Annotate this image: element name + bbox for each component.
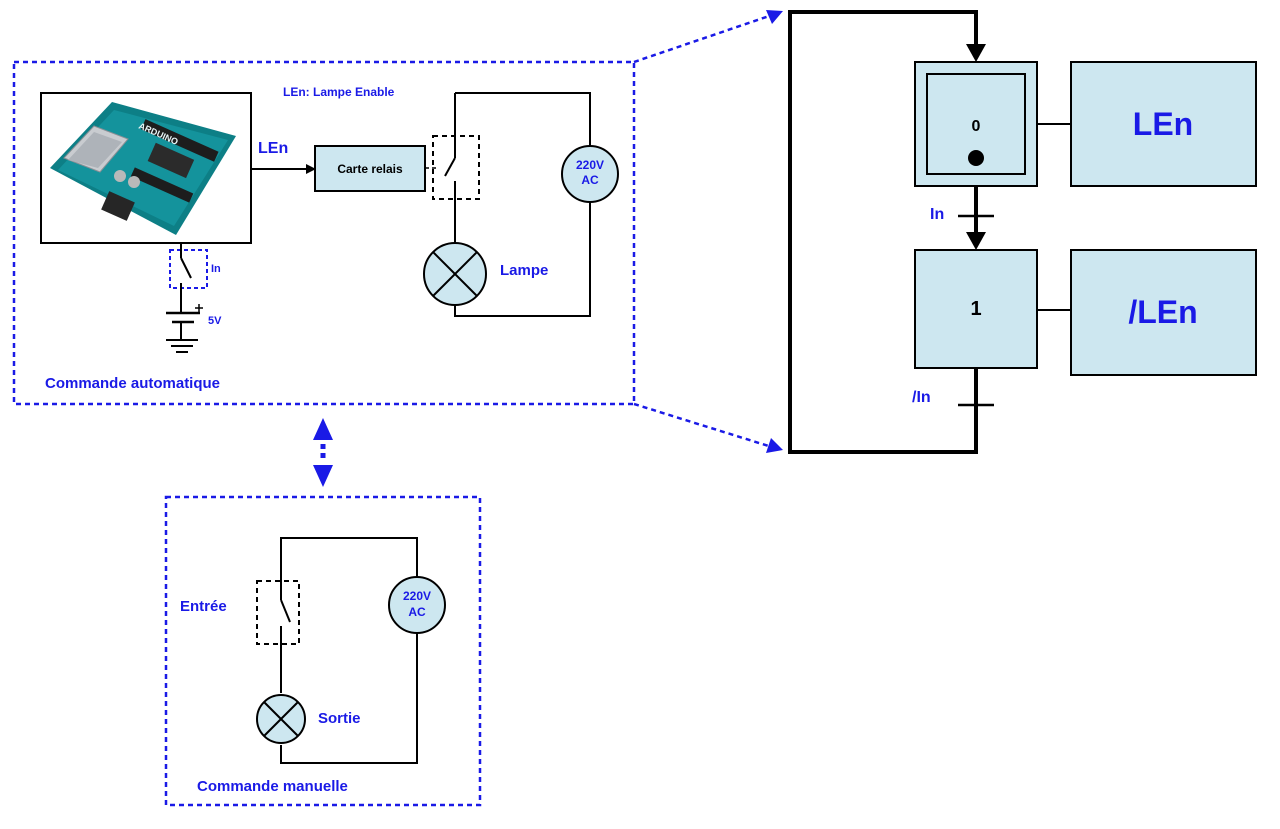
step-0: 0 [914,61,1038,187]
input-switch [180,243,192,313]
arduino-board-illustration: ARDUINO [50,102,236,235]
manual-input-label: Entrée [180,598,227,615]
svg-text:220V: 220V [576,158,604,172]
transition-2-label: /In [912,389,931,406]
zoom-connectors [633,10,783,453]
relay-card-box [314,145,426,192]
automatic-control-panel: LEn: Lampe Enable Commande automatique A… [12,60,636,406]
relay-switch [444,92,591,317]
ac-source-manual: 220V AC [388,576,446,634]
action-1-label: /LEn [1128,294,1197,330]
grafcet-loop [788,10,978,454]
supply-label: 5V [208,315,222,327]
active-token [968,150,984,166]
manual-panel-border [164,495,482,807]
step-0-number: 0 [972,118,981,135]
step-1 [914,249,1038,369]
ac-source-auto: 220V AC [561,145,619,203]
svg-text:AC: AC [408,605,426,619]
action-0-box [1070,61,1257,187]
manual-control-panel: Commande manuelle Entrée 220V AC Sortie [164,495,482,807]
panel-link-arrow [313,418,333,487]
svg-text:220V: 220V [403,589,431,603]
battery-5v [166,304,203,340]
manual-title: Commande manuelle [197,778,348,795]
lamp-label: Lampe [500,262,548,279]
lamp-auto [423,242,487,306]
arduino-board-image: ARDUINO [40,92,252,244]
svg-text:AC: AC [581,173,599,187]
action-0-label: LEn [1133,106,1193,142]
lamp-manual [256,694,306,744]
grafcet: 0 LEn In 1 /LEn /In [788,10,1257,454]
manual-output-label: Sortie [318,710,361,727]
automatic-panel-border [12,60,636,406]
input-switch-frame [169,249,208,289]
automatic-title: Commande automatique [45,375,220,392]
transition-1-label: In [930,206,944,223]
action-1-box [1070,249,1257,376]
input-label: In [211,263,221,275]
relay-card-label: Carte relais [337,162,403,176]
len-signal-label: LEn [258,140,288,157]
manual-switch-frame [256,580,300,645]
ground-symbol [166,339,198,353]
legend-text: LEn: Lampe Enable [283,85,395,99]
manual-circuit-wires [280,537,418,764]
step-1-number: 1 [970,298,981,320]
